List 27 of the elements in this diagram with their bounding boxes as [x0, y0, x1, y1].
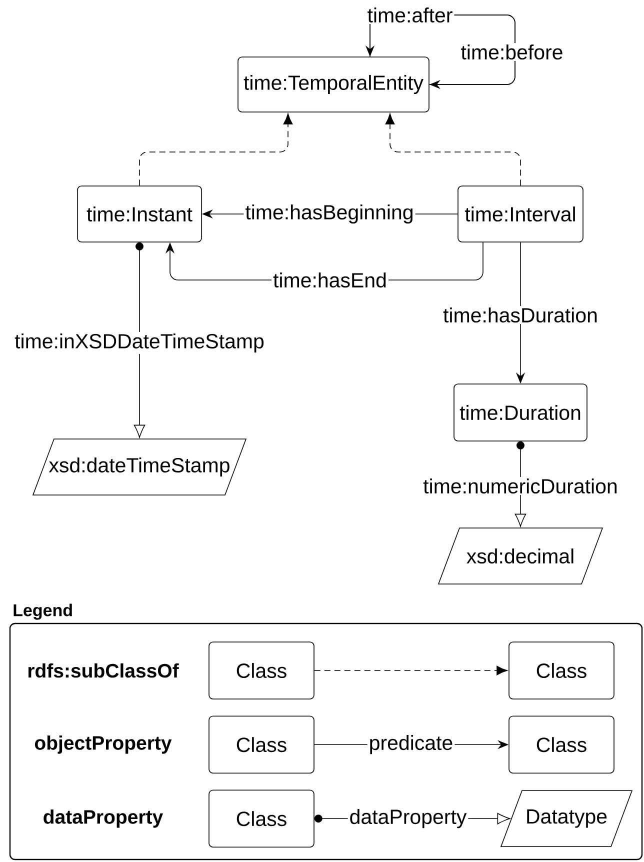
arrow [139, 114, 293, 186]
class-box: Class [208, 790, 314, 848]
row-label: rdfs:subClassOf [28, 663, 179, 678]
class-box: time:Interval [458, 186, 584, 242]
arrow [514, 441, 526, 527]
edge-label: time:before [459, 42, 565, 62]
edge-label: time:numericDuration [422, 476, 620, 496]
row-label: dataProperty [44, 810, 164, 828]
edge-label: time:hasBeginning [244, 202, 416, 226]
edge-label: dataProperty [348, 808, 468, 830]
edge-label: time:hasDuration [442, 306, 600, 324]
edge-label: predicate [367, 734, 455, 756]
class-box: Class [208, 716, 314, 774]
node-label: Legend [14, 604, 72, 620]
row-label: objectProperty [34, 736, 172, 754]
arrow [314, 666, 508, 676]
class-box: Class [508, 716, 614, 774]
edge-label: time:inXSDDateTimeStamp [13, 332, 266, 354]
edge-label: time:hasEnd [272, 270, 388, 290]
class-box: time:Instant [77, 186, 202, 242]
arrow [134, 242, 146, 438]
class-box: Class [208, 642, 314, 700]
class-box: Class [508, 642, 614, 700]
class-box: time:Duration [454, 384, 588, 442]
edge-label: time:after [366, 6, 454, 24]
class-box: time:TemporalEntity [238, 56, 430, 112]
arrow [385, 114, 521, 186]
